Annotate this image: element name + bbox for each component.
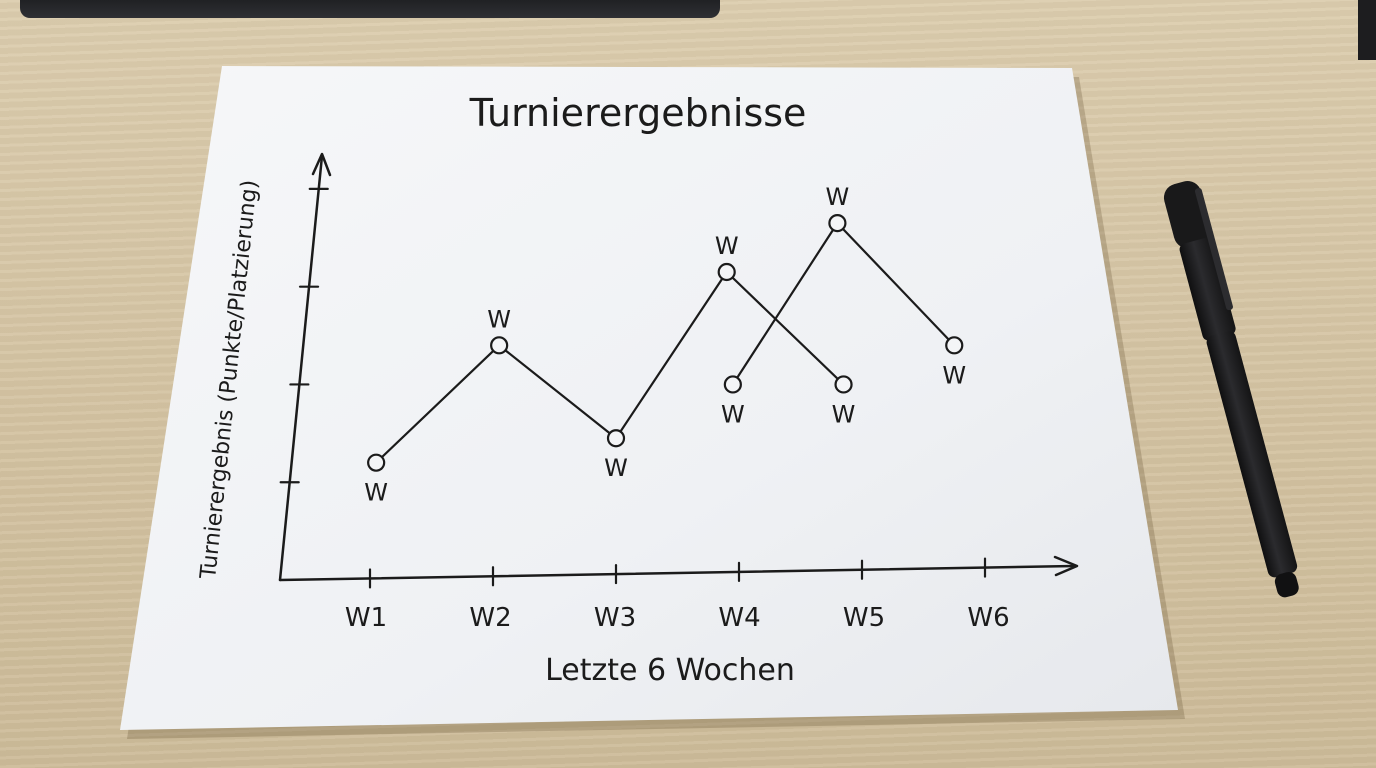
data-point-label: W bbox=[604, 454, 628, 482]
data-point-marker bbox=[367, 453, 386, 472]
data-point-marker bbox=[606, 429, 626, 448]
data-point-label: W bbox=[487, 305, 511, 333]
data-point-label: W bbox=[942, 361, 966, 389]
data-point-marker bbox=[834, 375, 853, 394]
data-point-label: W bbox=[721, 400, 745, 428]
x-axis-line bbox=[278, 564, 1076, 582]
pen-cap bbox=[1179, 237, 1236, 341]
x-tick-label: W6 bbox=[967, 603, 1009, 633]
x-tick-label: W2 bbox=[469, 603, 511, 633]
dark-corner-object bbox=[1358, 0, 1376, 60]
data-point-marker bbox=[723, 375, 742, 394]
data-point-marker bbox=[490, 336, 509, 355]
data-point-label: W bbox=[832, 400, 856, 428]
data-point-label: W bbox=[715, 232, 739, 260]
x-tick-label: W4 bbox=[718, 603, 760, 633]
pen-barrel bbox=[1206, 331, 1298, 578]
data-point-label: W bbox=[364, 479, 388, 507]
data-point-label: W bbox=[826, 183, 850, 211]
data-point-marker bbox=[828, 214, 847, 233]
x-tick-label: W5 bbox=[843, 603, 885, 633]
x-axis-label: Letzte 6 Wochen bbox=[545, 653, 795, 688]
x-tick-label: W3 bbox=[594, 603, 636, 633]
x-tick-label: W1 bbox=[345, 603, 387, 633]
x-axis-arrow bbox=[1053, 555, 1079, 577]
laptop-edge bbox=[20, 0, 720, 18]
pen bbox=[1163, 181, 1299, 598]
y-axis-arrow bbox=[311, 152, 332, 177]
pen-end bbox=[1274, 572, 1299, 598]
y-axis-line bbox=[278, 154, 324, 582]
pen-clip bbox=[1194, 187, 1233, 311]
data-point-marker bbox=[945, 336, 964, 355]
data-point-marker bbox=[717, 262, 736, 282]
paper-sheet bbox=[120, 66, 1178, 730]
chart-title: Turnierergebnisse bbox=[469, 91, 807, 135]
